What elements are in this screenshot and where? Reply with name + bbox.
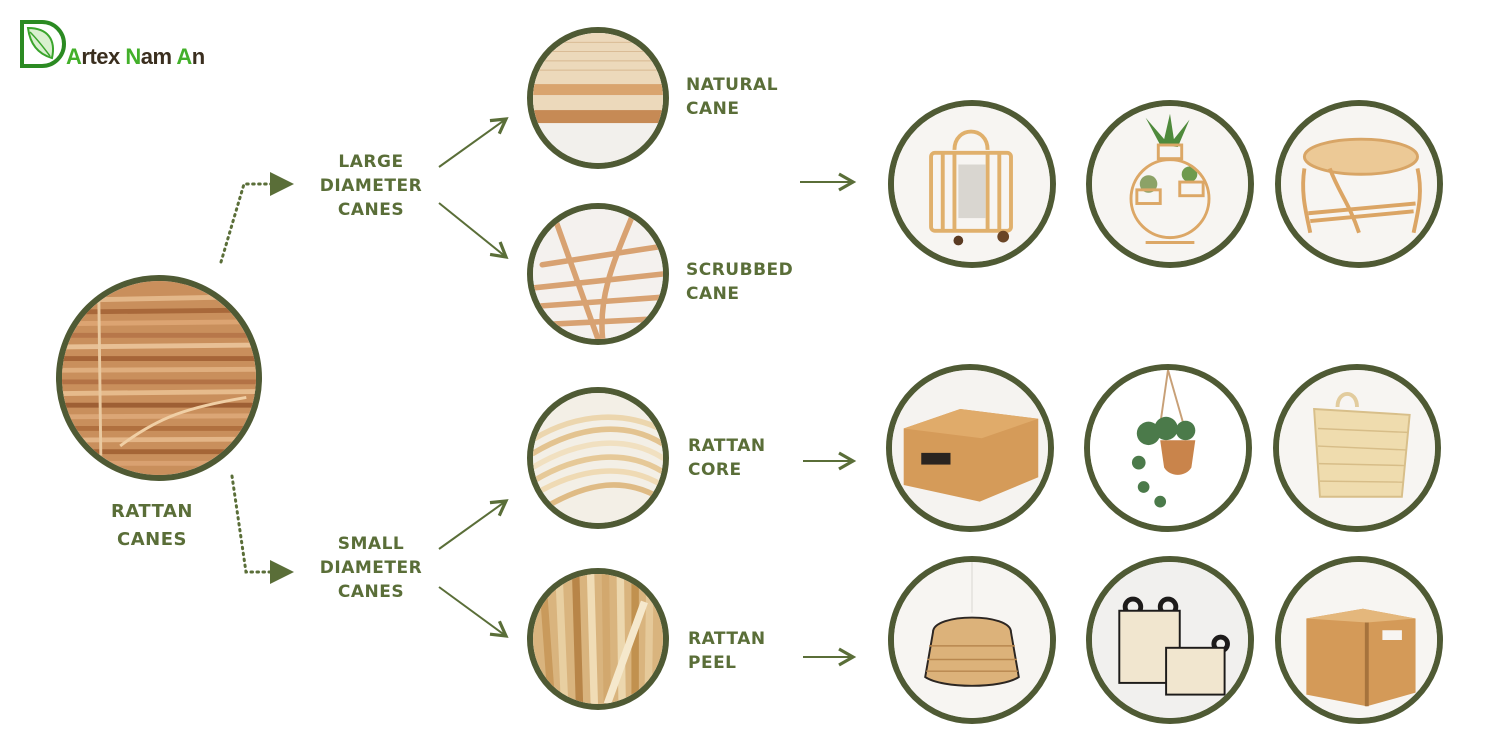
product-coffee-table xyxy=(1275,100,1443,268)
material-label-natural-cane: NATURAL CANE xyxy=(686,75,779,119)
root-image-rattan-canes xyxy=(56,275,262,481)
scrubbed-cane-illustration xyxy=(533,209,663,339)
material-image-natural-cane xyxy=(527,27,669,169)
product-hanging-planter xyxy=(1084,364,1252,532)
product-wall-basket xyxy=(1273,364,1441,532)
natural-cane-illustration xyxy=(533,33,663,163)
material-label-rattan-core: RATTAN CORE xyxy=(688,436,766,480)
brand-logo: Artex Nam An xyxy=(18,18,218,72)
product-magazine-rack xyxy=(888,100,1056,268)
arrow-small-to-peel xyxy=(438,586,509,638)
leaf-d-icon xyxy=(20,20,66,68)
storage-box-illustration xyxy=(892,370,1048,526)
magazine-rack-illustration xyxy=(894,106,1050,262)
brand-name: Artex Nam An xyxy=(66,44,205,69)
rattan-core-illustration xyxy=(533,393,663,523)
material-image-rattan-core xyxy=(527,387,669,529)
product-storage-box xyxy=(886,364,1054,532)
branch-label-large-diameter: LARGE DIAMETER CANES xyxy=(319,152,423,220)
cane-baskets-illustration xyxy=(1092,562,1248,718)
plant-stand-illustration xyxy=(1092,106,1248,262)
dotted-arrow-to-small xyxy=(230,474,294,584)
storage-cube-illustration xyxy=(1281,562,1437,718)
product-storage-cube xyxy=(1275,556,1443,724)
wall-basket-illustration xyxy=(1279,370,1435,526)
dotted-arrow-to-large xyxy=(219,172,294,264)
material-label-scrubbed-cane: SCRUBBED CANE xyxy=(686,260,794,304)
coffee-table-illustration xyxy=(1281,106,1437,262)
rattan-bundle-illustration xyxy=(62,281,256,475)
material-image-rattan-peel xyxy=(527,568,669,710)
arrow-small-to-core xyxy=(438,499,509,550)
product-plant-stand xyxy=(1086,100,1254,268)
arrow-large-to-natural xyxy=(438,117,509,168)
product-cane-baskets xyxy=(1086,556,1254,724)
material-image-scrubbed-cane xyxy=(527,203,669,345)
arrow-large-to-scrubbed xyxy=(438,202,509,260)
material-label-rattan-peel: RATTAN PEEL xyxy=(688,629,766,673)
root-label: RATTAN CANES xyxy=(111,501,193,550)
product-pendant-lamp xyxy=(888,556,1056,724)
hanging-planter-illustration xyxy=(1090,370,1246,526)
branch-label-small-diameter: SMALL DIAMETER CANES xyxy=(319,534,423,602)
pendant-lamp-illustration xyxy=(894,562,1050,718)
rattan-peel-illustration xyxy=(533,574,663,704)
